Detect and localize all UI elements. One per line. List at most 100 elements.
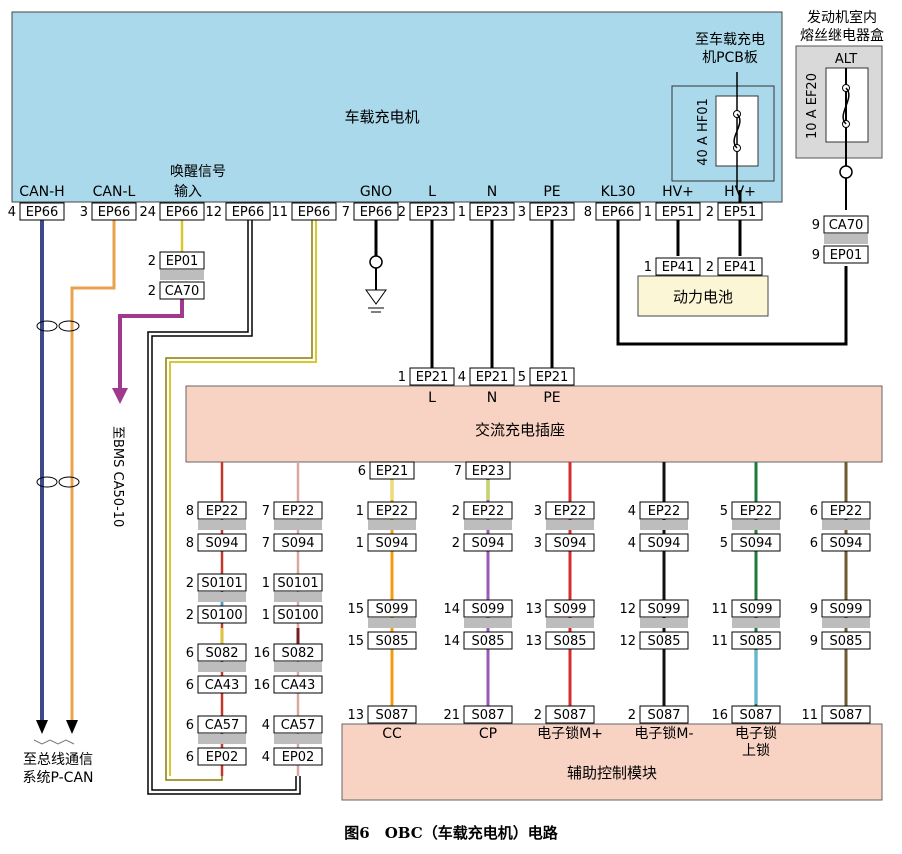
ac-socket-title: 交流充电插座 [475,421,565,439]
bundle-mark [33,739,75,745]
connector-pin-number: 5 [720,536,728,551]
connector-pin-number: 12 [619,602,636,617]
ac-socket-block [185,385,883,463]
wire-11 [165,220,313,781]
aux-module-title: 辅助控制模块 [567,764,657,782]
connector-box [197,715,247,734]
connector-name: S087 [375,708,408,723]
gnd-connector [369,255,383,269]
connector-box [291,202,337,221]
connector-split [824,234,868,244]
connector-box [225,202,271,221]
connector-split [160,270,204,280]
connector-name: S099 [829,602,862,617]
connector-box [91,202,137,221]
connector-name: EP66 [298,205,331,220]
obc-pin-label: L [428,184,436,200]
connector-pin-number: 2 [706,260,714,275]
pcan-note-1: 至总线通信 [23,752,93,768]
connector-box [731,705,781,724]
connector-box [823,245,869,264]
connector-box [367,501,417,520]
connector-pin-number: 11 [271,205,288,220]
connector-pin-number: 12 [205,205,222,220]
connector-box [367,533,417,552]
connector-box [545,599,595,618]
connector-name: EP22 [376,504,409,519]
arrow-head [66,720,78,734]
connector-name: S094 [647,536,680,551]
alt-label: ALT [835,52,857,67]
connector-tag: 2 S0101 [186,573,247,592]
connector-box [821,533,871,552]
connector-box [545,533,595,552]
obc-title: 车载充电机 [344,108,419,126]
connector-pin-number: 5 [720,504,728,519]
connector-name: EP66 [360,205,393,220]
connector-split [640,618,688,628]
connector-box [463,705,513,724]
connector-split [198,592,246,602]
obc-pcb-label-2: 机PCB板 [702,50,758,66]
connector-name: EP66 [166,205,199,220]
connector-pin-number: 2 [628,708,636,723]
connector-name: EP22 [648,504,681,519]
connector-pin-number: 2 [186,576,194,591]
connector-name: S099 [553,602,586,617]
connector-pin-number: 2 [534,708,542,723]
aux-pin-label: 电子锁M- [634,726,693,742]
connector-box [273,501,323,520]
connector-pin-number: 7 [342,205,350,220]
connector-split [274,592,322,602]
kl30-wire [616,220,848,346]
connector-box [159,281,205,300]
connector-name: S094 [829,536,862,551]
connector-split [464,618,512,628]
connector-pin-number: 6 [186,646,194,661]
connector-name: EP01 [830,248,863,263]
connector-split [464,520,512,530]
connector-pin-number: 13 [525,634,542,649]
connector-box [821,599,871,618]
connector-pin-number: 1 [262,576,270,591]
connector-pin-number: 14 [443,602,460,617]
connector-name: EP23 [416,205,449,220]
twist-mark [58,476,80,488]
connector-pin-number: 11 [801,708,818,723]
connector-name: S094 [375,536,408,551]
connector-box [409,367,455,386]
connector-box [469,202,515,221]
twist-mark [36,476,58,488]
connector-box [639,631,689,650]
ground-symbol [365,289,387,305]
connector-name: S094 [205,536,238,551]
connector-name: S099 [375,602,408,617]
connector-pin-number: 11 [711,634,728,649]
connector-name: S085 [829,634,862,649]
connector-pin-number: 4 [628,536,636,551]
connector-box [273,533,323,552]
connector-split [732,520,780,530]
connector-box [821,631,871,650]
connector-name: S0101 [201,576,242,591]
connector-name: S0101 [277,576,318,591]
aux-pin-label: CP [479,726,497,742]
connector-pin-number: 4 [458,370,466,385]
connector-box [353,202,399,221]
connector-pin-number: 9 [810,602,818,617]
